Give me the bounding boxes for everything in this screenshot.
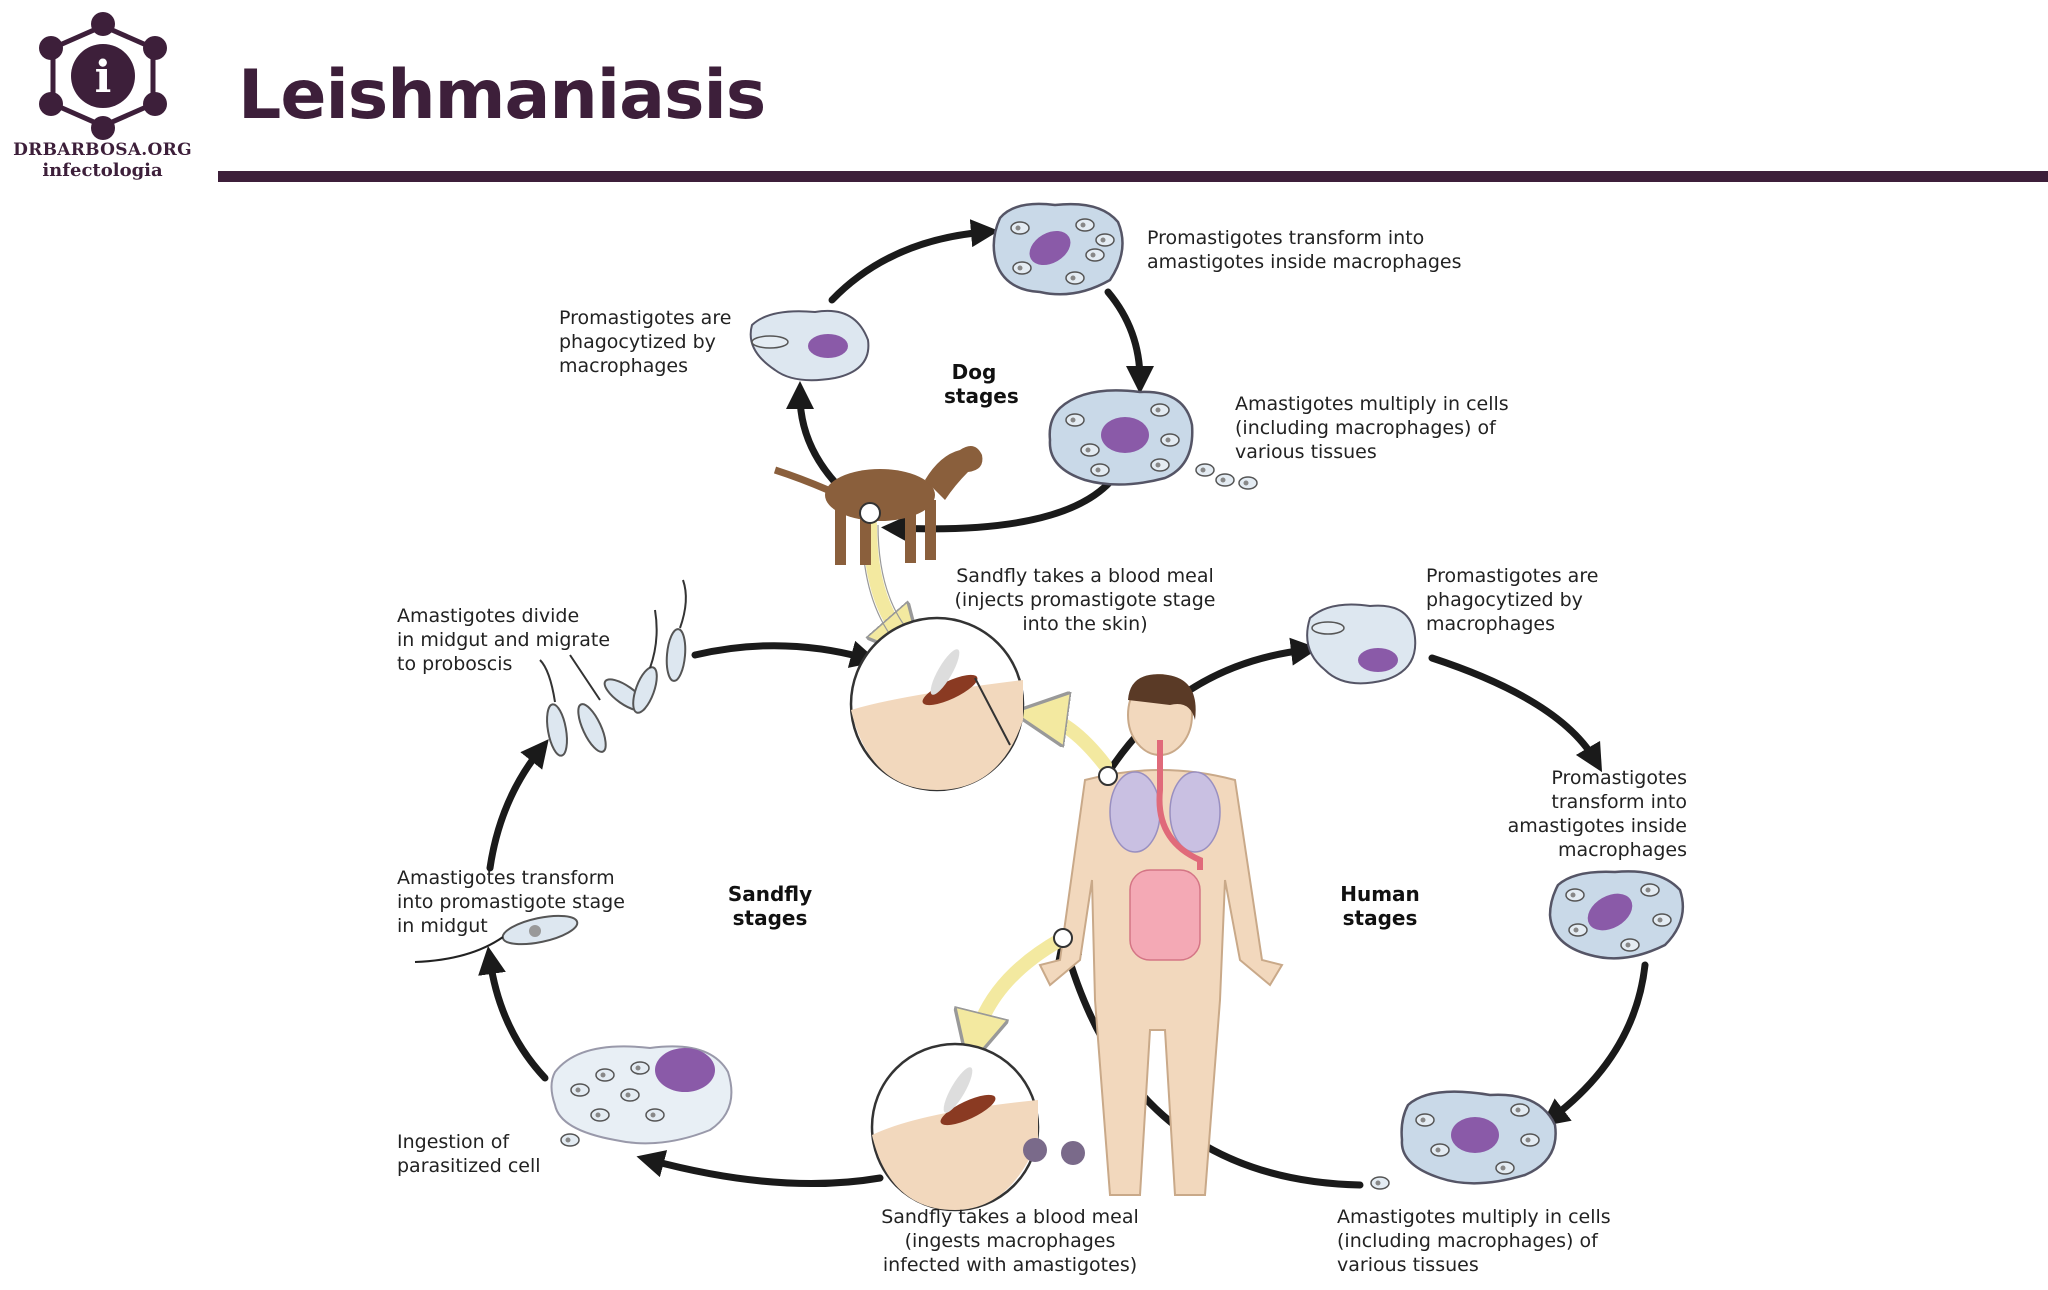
stage-label-dog: Dog stages	[944, 360, 1019, 408]
arrow-human-2	[1428, 654, 1603, 773]
cell-dog-phagocytized	[749, 309, 870, 382]
arrow-dog-2	[1104, 288, 1154, 394]
sandfly-inject-illustration	[849, 616, 1025, 792]
label-ingestion: Ingestion of parasitized cell	[397, 1131, 541, 1177]
label-dog-transform: Promastigotes transform into amastigotes…	[1147, 227, 1462, 273]
label-dog-multiply: Amastigotes multiply in cells (including…	[1235, 393, 1509, 463]
arrow-human-1	[1106, 637, 1319, 774]
sandfly-ingest-illustration	[870, 1042, 1085, 1212]
label-human-multiply: Amastigotes multiply in cells (including…	[1337, 1206, 1611, 1276]
label-human-phagocytized: Promastigotes are phagocytized by macrop…	[1426, 565, 1599, 635]
cell-human-transform	[1548, 870, 1685, 960]
label-dog-phagocytized: Promastigotes are phagocytized by macrop…	[559, 307, 732, 377]
cell-dog-transform	[992, 202, 1124, 296]
title-divider	[218, 171, 2048, 182]
arrow-sandfly-4	[486, 739, 549, 872]
arrow-dog-1	[828, 219, 999, 304]
cell-human-multiply	[1370, 1090, 1557, 1190]
cell-dog-multiply	[1048, 389, 1258, 490]
logo-icon: i	[39, 12, 167, 140]
stage-label-sandfly: Sandfly stages	[727, 882, 813, 930]
arrow-sandfly-1	[691, 640, 879, 668]
lungs-organs	[1109, 740, 1221, 961]
logo-glyph: i	[95, 52, 112, 103]
cell-ingested	[550, 1045, 733, 1147]
label-divide-migrate: Amastigotes divide in midgut and migrate…	[397, 605, 611, 675]
dog-illustration	[773, 446, 983, 565]
logo-subtitle: infectologia	[42, 160, 163, 181]
page-title: Leishmaniasis	[238, 56, 766, 135]
cell-human-phagocytized	[1306, 603, 1417, 685]
stage-label-human: Human stages	[1340, 882, 1420, 930]
promastigote-midgut	[414, 914, 579, 963]
logo-name: DRBARBOSA.ORG	[13, 140, 192, 160]
arrow-human-3	[1540, 961, 1649, 1127]
label-blood-meal-inject: Sandfly takes a blood meal (injects prom…	[954, 565, 1216, 635]
label-human-transform: Promastigotes transform into amastigotes…	[1507, 767, 1687, 861]
label-blood-meal-ingest: Sandfly takes a blood meal (ingests macr…	[881, 1206, 1139, 1276]
arrow-sandfly-2	[636, 1150, 884, 1188]
promastigotes-migrate	[546, 628, 687, 757]
label-transform-promastigote: Amastigotes transform into promastigote …	[397, 867, 625, 937]
arrow-sandfly-3	[478, 946, 549, 1082]
